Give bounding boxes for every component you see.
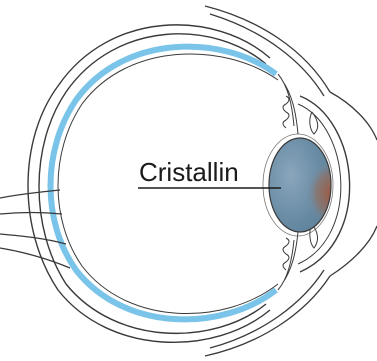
optic-nerve bbox=[0, 190, 70, 268]
lens bbox=[263, 134, 342, 236]
lens-label: Cristallin bbox=[139, 157, 239, 187]
